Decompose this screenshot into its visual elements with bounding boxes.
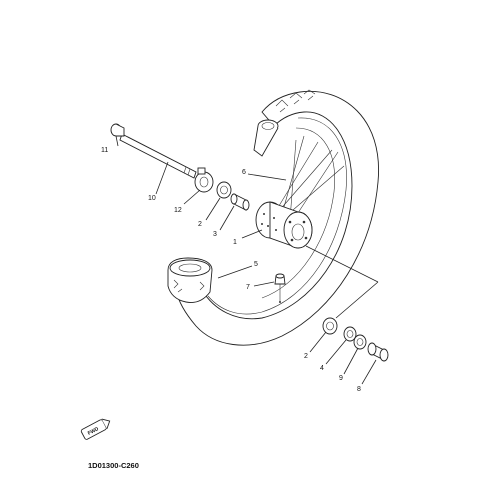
callout-10: 10 bbox=[148, 195, 156, 202]
callout-9: 9 bbox=[339, 375, 343, 382]
axle bbox=[119, 133, 197, 179]
callout-5: 5 bbox=[254, 261, 258, 268]
callout-6: 6 bbox=[242, 169, 246, 176]
callout-1: 1 bbox=[233, 239, 237, 246]
bearing-left bbox=[216, 181, 232, 199]
diagram-code: 1D01300-C260 bbox=[88, 461, 139, 470]
collar-8 bbox=[367, 342, 389, 362]
fwd-badge: FWD bbox=[80, 418, 111, 440]
fwd-label: FWD bbox=[87, 426, 100, 437]
leader-lines bbox=[115, 135, 379, 385]
callout-11: 11 bbox=[101, 147, 108, 154]
callout-3: 3 bbox=[213, 231, 217, 238]
spokes bbox=[273, 135, 345, 223]
seal-9 bbox=[353, 334, 367, 350]
valve-cap-7 bbox=[274, 273, 286, 303]
callout-2-right: 2 bbox=[304, 353, 308, 360]
hub bbox=[255, 201, 313, 249]
callout-12: 12 bbox=[174, 207, 182, 214]
bearing-right bbox=[322, 317, 338, 335]
callout-4: 4 bbox=[320, 365, 324, 372]
seal-4 bbox=[343, 326, 357, 342]
valve-stem bbox=[253, 119, 279, 157]
axle-nut bbox=[110, 123, 125, 137]
wheel-tire bbox=[175, 89, 380, 346]
callout-7: 7 bbox=[246, 284, 250, 291]
spacer-3 bbox=[230, 193, 250, 211]
collar-12 bbox=[194, 167, 214, 193]
tire-section bbox=[167, 257, 213, 303]
callout-8: 8 bbox=[357, 386, 361, 393]
callouts: 11 10 12 2 3 1 6 5 7 2 4 9 8 bbox=[101, 147, 361, 393]
callout-2-left: 2 bbox=[198, 221, 202, 228]
